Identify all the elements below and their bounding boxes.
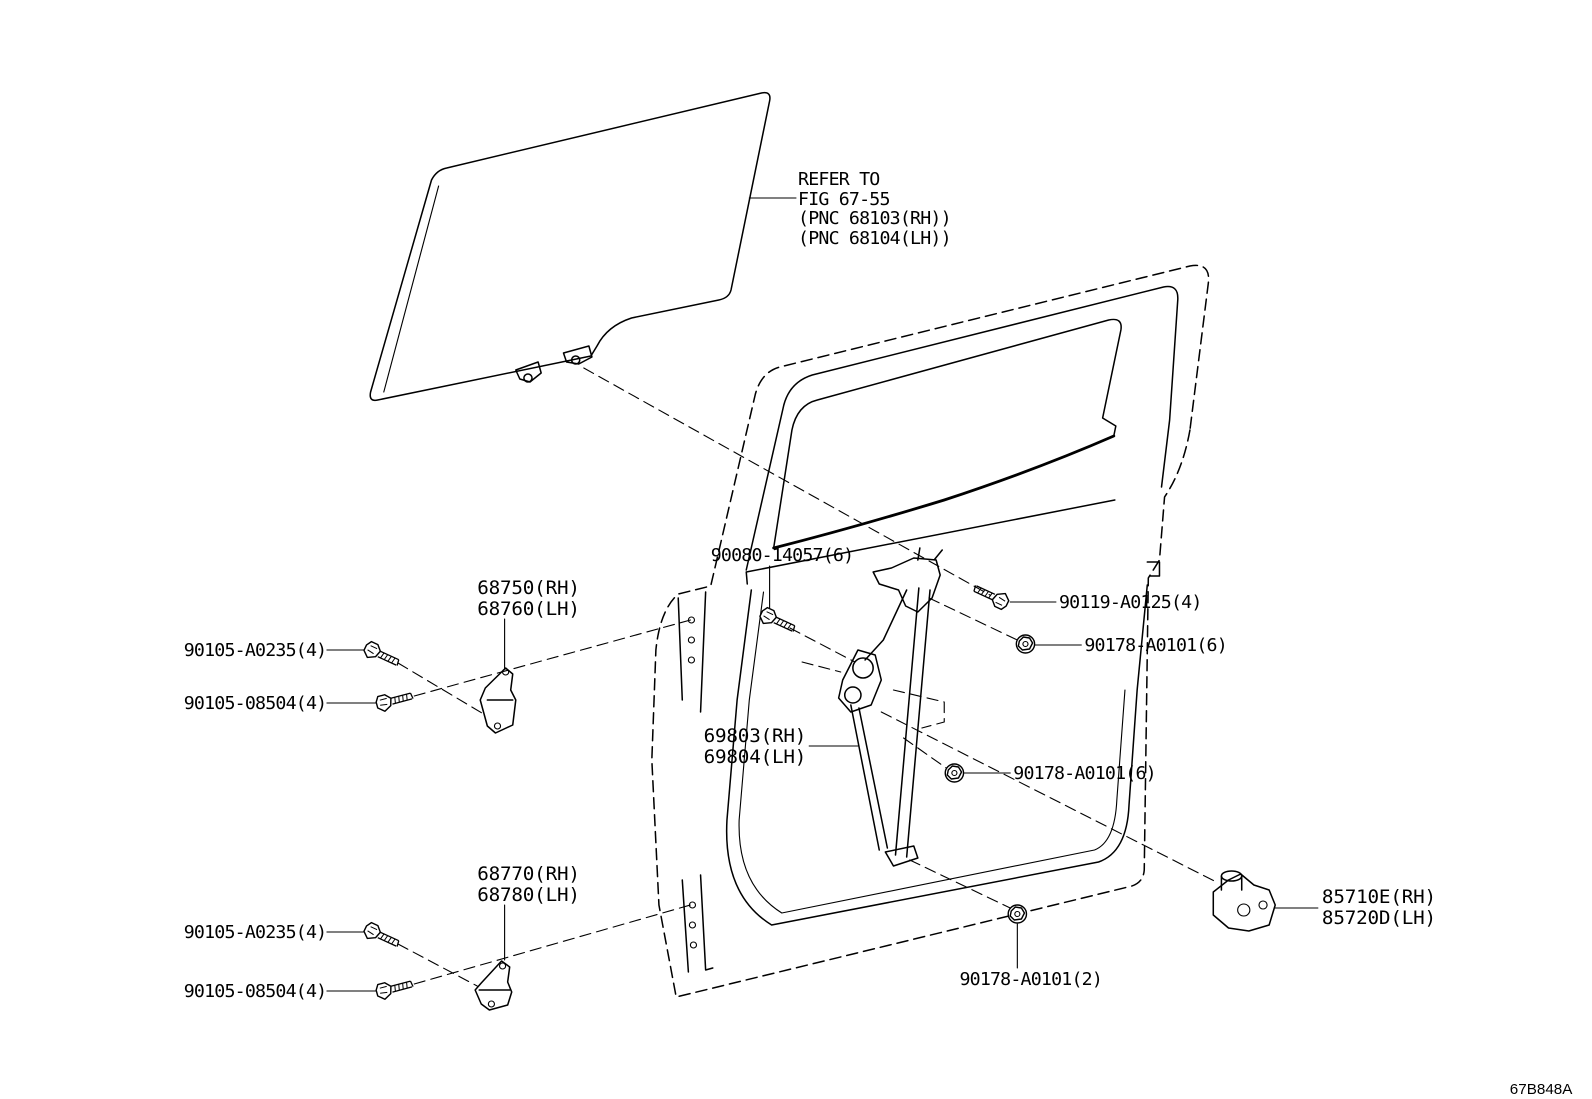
figure-code: 67B848A <box>1510 1081 1574 1098</box>
assembly-line <box>413 904 691 985</box>
glass-reference-line2: FIG 67-55 <box>798 189 890 210</box>
assembly-line <box>789 627 856 663</box>
door-lock-lh-label: 85720D(LH) <box>1322 906 1436 929</box>
lower-hinge <box>474 960 513 1011</box>
upper-hinge-bolt-1-label: 90105-A0235(4) <box>184 640 327 661</box>
assembly-line <box>909 859 1011 909</box>
callout-labels: REFER TO FIG 67-55 (PNC 68103(RH)) (PNC … <box>184 169 1574 1098</box>
right-edge-notch <box>1146 561 1161 577</box>
lower-hinge-lh-label: 68780(LH) <box>477 883 580 906</box>
upper-hinge-bolt-2-label: 90105-08504(4) <box>184 693 327 714</box>
upper-hinge-bracket <box>479 667 517 734</box>
belt-line <box>745 499 1116 585</box>
bolt-lower-hinge-2 <box>374 975 416 1002</box>
hinge-pillar-lower <box>681 874 714 973</box>
door-lock <box>1212 870 1276 932</box>
pillar-hole <box>687 656 696 664</box>
nut-regulator-lower <box>1007 904 1028 924</box>
regulator-nut-lower-label: 90178-A0101(2) <box>959 969 1102 990</box>
glass-reference-line3: (PNC 68103(RH)) <box>798 208 951 229</box>
glass-clip-left-hole <box>523 373 533 383</box>
glass-outline <box>369 91 771 402</box>
regulator-bottom-bracket <box>884 845 919 867</box>
door-frame-inner-line <box>745 285 1179 571</box>
assembly-line <box>880 711 1217 883</box>
regulator-motor <box>837 649 883 713</box>
regulator-rail <box>894 587 931 858</box>
regulator-gear <box>852 657 874 679</box>
upper-hinge-lh-label: 68760(LH) <box>477 597 580 620</box>
bolt-regulator <box>757 605 799 637</box>
glass-clip-right-hole <box>570 355 581 365</box>
regulator-rh-label: 69803(RH) <box>704 724 807 747</box>
lock-hole <box>1237 903 1251 917</box>
glass-edge-line <box>383 185 440 393</box>
upper-hinge-rh-label: 68750(RH) <box>477 576 580 599</box>
regulator-top-bolt-label: 90119-A0125(4) <box>1059 592 1202 613</box>
assembly-line <box>413 619 691 697</box>
lower-hinge-bolt-2-label: 90105-08504(4) <box>184 981 327 1002</box>
glass-clip-right <box>562 345 593 365</box>
inner-panel-outline <box>725 584 1149 926</box>
regulator-top-bracket <box>872 547 943 613</box>
lower-hinge-bracket <box>474 960 513 1011</box>
pillar-hole <box>689 941 698 949</box>
regulator-bolt-label: 90080-14057(6) <box>711 545 854 566</box>
nut-regulator-middle <box>944 763 965 783</box>
lower-hinge-bolt-1-label: 90105-A0235(4) <box>184 922 327 943</box>
inner-panel-line <box>738 591 1126 914</box>
lock-hole <box>1258 900 1268 910</box>
lower-hinge-rh-label: 68770(RH) <box>477 862 580 885</box>
bolt-lower-hinge-1 <box>361 920 403 952</box>
hinge-hole <box>498 962 507 970</box>
window-regulator <box>801 547 945 867</box>
regulator-nut-upper-label: 90178-A0101(6) <box>1084 635 1227 656</box>
assembly-line <box>903 737 947 769</box>
assembly-line <box>583 367 991 596</box>
hinge-pillar-upper <box>677 591 707 713</box>
leader-lines <box>326 197 1319 992</box>
pillar-hole <box>688 921 697 929</box>
lock-cylinder-top <box>1220 870 1243 882</box>
lock-cylinder <box>1220 875 1243 891</box>
glass-run-band <box>772 434 1116 550</box>
nut-regulator-upper <box>1015 634 1036 654</box>
assembly-line <box>397 662 486 716</box>
glass-clip-left <box>515 361 542 383</box>
regulator-cable <box>850 589 908 851</box>
hinge-hole <box>487 1000 496 1008</box>
bolt-upper-hinge-1 <box>361 639 403 671</box>
regulator-gear <box>843 686 862 704</box>
window-opening <box>772 318 1122 549</box>
assembly-line <box>397 943 478 987</box>
lock-body <box>1212 873 1276 932</box>
motor-mount-contour <box>801 661 945 729</box>
glass-reference-line4: (PNC 68104(LH)) <box>798 228 951 249</box>
door-lock-rh-label: 85710E(RH) <box>1322 885 1436 908</box>
regulator-nut-middle-label: 90178-A0101(6) <box>1013 763 1156 784</box>
door-outer-edge <box>651 264 1210 998</box>
upper-hinge <box>479 667 517 734</box>
hinge-hole <box>493 722 502 730</box>
door-glass <box>369 91 771 402</box>
regulator-lh-label: 69804(LH) <box>704 745 807 768</box>
pillar-hole <box>687 636 696 644</box>
bolt-upper-hinge-2 <box>374 687 416 714</box>
door-panel <box>651 264 1210 998</box>
bolt-regulator-top <box>970 580 1012 612</box>
assembly-lines <box>397 367 1217 987</box>
glass-reference-line1: REFER TO <box>798 169 879 190</box>
